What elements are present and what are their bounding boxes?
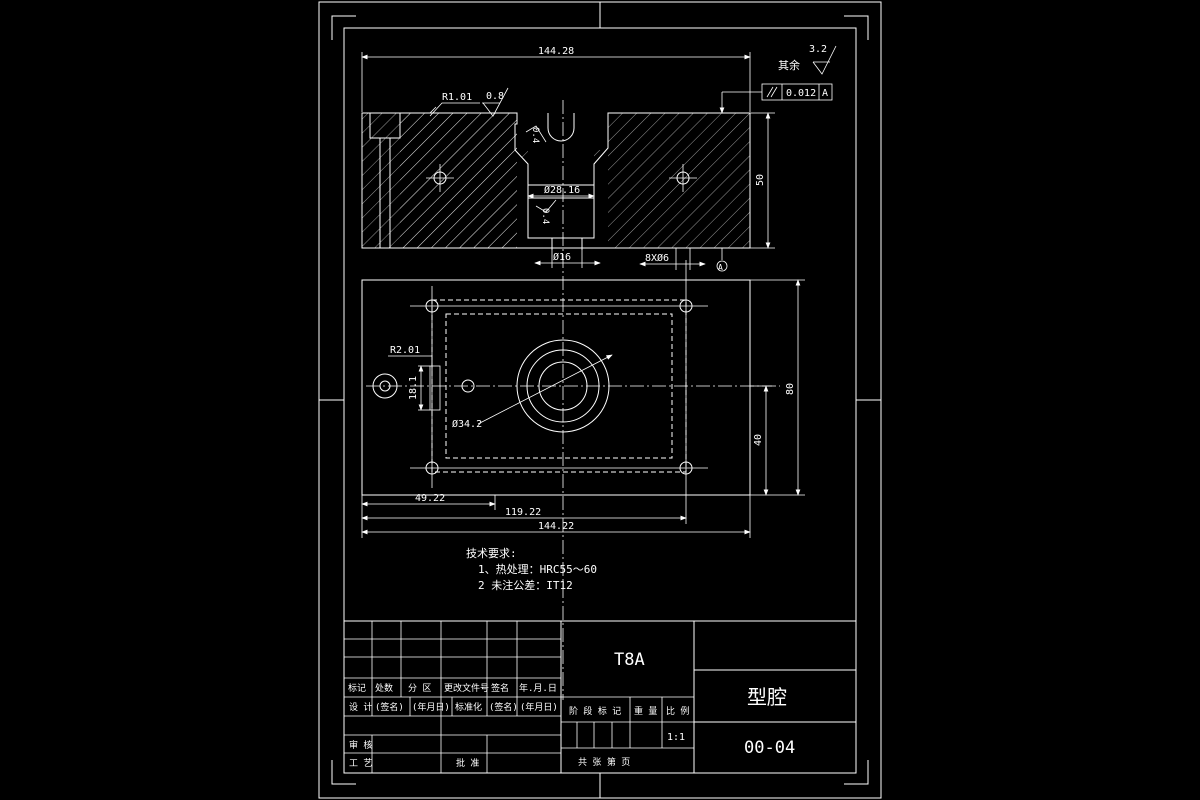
row-qianming-2: (签名) xyxy=(489,701,518,713)
row-biaozhunhua: 标准化 xyxy=(455,701,482,713)
notes-line-1: 1、热处理：HRC55～60 xyxy=(478,563,597,576)
hdr-fenqu: 分 区 xyxy=(408,683,431,694)
plan-dimensions: R2.01 18.1 Ø34.2 80 40 49.22 119.22 144.… xyxy=(361,279,805,538)
material: T8A xyxy=(614,650,645,670)
hdr-chushu: 处数 xyxy=(375,682,393,694)
dim-plan-radius: R2.01 xyxy=(390,345,420,356)
roughness-top: 0.8 xyxy=(486,91,504,102)
notes-line-2: 2 未注公差：IT12 xyxy=(478,578,573,592)
row-nianyueri-2: (年月日) xyxy=(520,701,558,713)
row-shenhe: 审 核 xyxy=(349,739,372,751)
dim-fillet-radius: R1.01 xyxy=(442,92,472,103)
roughness-pocket-1: 0.4 xyxy=(530,127,540,143)
dim-plan-ring: Ø34.2 xyxy=(452,418,482,430)
hdr-jieduan: 阶 段 标 记 xyxy=(569,705,621,717)
datum-symbol: A xyxy=(718,263,723,272)
hdr-bili: 比 例 xyxy=(666,705,689,717)
dim-hole-callout: 8XØ6 xyxy=(645,252,669,264)
dim-plan-x2: 119.22 xyxy=(505,507,541,518)
plan-outline xyxy=(361,279,751,496)
part-name: 型腔 xyxy=(747,685,787,709)
hdr-biaoji: 标记 xyxy=(348,682,366,694)
parallelism-tol: 0.012 xyxy=(786,88,816,99)
title-block: T8A 型腔 00-04 1:1 标记 处数 分 区 更改文件号 签名 年.月.… xyxy=(343,620,857,774)
roughness-general-label: 其余 xyxy=(778,58,800,72)
dim-bore-upper: Ø28.16 xyxy=(544,184,580,196)
dim-bore-lower: Ø16 xyxy=(553,251,571,263)
row-sheji: 设 计 xyxy=(349,701,372,713)
scale-value: 1:1 xyxy=(667,732,685,743)
row-pizhun: 批 准 xyxy=(456,757,479,769)
pocket-clear xyxy=(517,113,608,150)
row-qianming-1: (签名) xyxy=(375,701,404,713)
roughness-pocket-2: 0.4 xyxy=(540,208,550,224)
dim-plan-x1: 49.22 xyxy=(415,493,445,504)
section-view xyxy=(361,100,751,700)
section-outline xyxy=(361,112,751,249)
hdr-nianyueri: 年.月.日 xyxy=(519,682,557,694)
dim-plan-slot: 18.1 xyxy=(408,376,419,400)
drawing-number: 00-04 xyxy=(744,738,795,758)
hdr-zhongliang: 重 量 xyxy=(634,705,657,717)
row-nianyueri-1: (年月日) xyxy=(412,701,450,713)
centering-marks xyxy=(319,2,881,798)
dim-plan-height: 80 xyxy=(785,383,796,395)
section-dimensions: 144.28 50 R1.01 0.8 其余 3.2 0.012 A 0.4 0… xyxy=(361,44,837,272)
notes-title: 技术要求: xyxy=(466,547,517,560)
dim-height: 50 xyxy=(755,174,766,186)
dim-plan-width: 144.22 xyxy=(538,521,574,532)
row-zhang: 共 张 第 页 xyxy=(578,756,630,768)
dim-top-width: 144.28 xyxy=(538,46,574,57)
hdr-gaiwen: 更改文件号 xyxy=(444,682,489,694)
row-gongyi: 工 艺 xyxy=(349,758,372,769)
dim-plan-half-height: 40 xyxy=(753,434,764,446)
hdr-qianming: 签名 xyxy=(491,682,509,694)
technical-notes: 技术要求: 1、热处理：HRC55～60 2 未注公差：IT12 xyxy=(466,547,597,592)
roughness-general: 3.2 xyxy=(809,44,827,55)
plan-view xyxy=(361,260,780,524)
datum-letter: A xyxy=(822,88,828,99)
